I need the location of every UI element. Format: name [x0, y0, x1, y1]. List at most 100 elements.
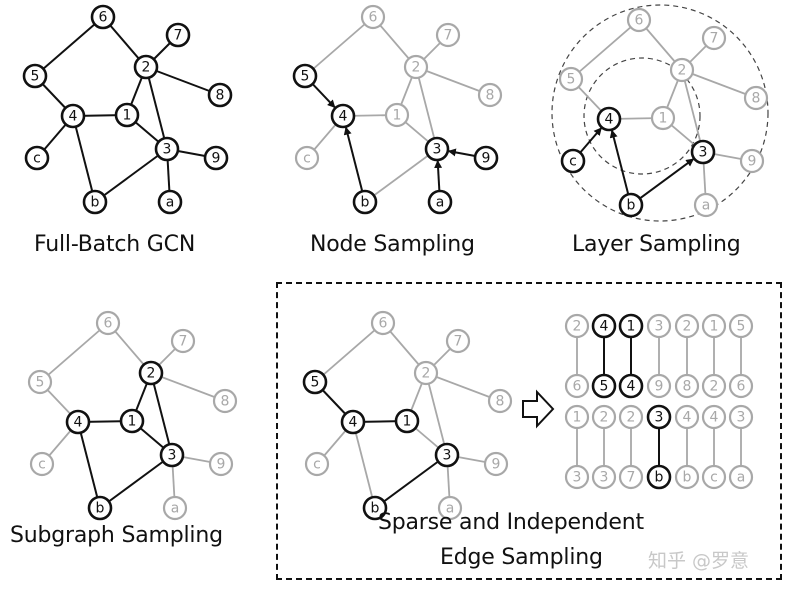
caption-layer-sampling: Layer Sampling: [572, 232, 741, 257]
edge-6-5: [39, 322, 109, 383]
node-a: a: [157, 189, 183, 215]
edge-6-5: [304, 16, 374, 77]
node-circle: [618, 192, 644, 218]
node-9: 9: [483, 451, 509, 477]
node-circle: [403, 54, 429, 80]
node-a: a: [162, 495, 188, 521]
edge-pair-target-3: 3: [591, 464, 617, 490]
node-4: 4: [60, 103, 86, 129]
node-label: a: [702, 198, 711, 214]
edge-pair-source-5: 5: [728, 313, 754, 339]
node-circle: [95, 310, 121, 336]
edge-2-8: [145, 66, 221, 96]
edge-pair-source-4: 4: [674, 404, 700, 430]
node-circle: [743, 85, 769, 111]
node-4: 4: [596, 106, 622, 132]
node-label: 6: [573, 379, 582, 395]
node-label: 1: [403, 414, 412, 430]
edge-pair-source-3: 3: [646, 313, 672, 339]
node-label: 5: [737, 319, 746, 335]
edge-sampling-dashed-frame: [276, 282, 782, 580]
node-label: 4: [627, 379, 636, 395]
node-1: 1: [384, 102, 410, 128]
node-circle: [154, 136, 180, 162]
arrow-5-to-4: [311, 83, 336, 109]
node-circle: [203, 145, 229, 171]
node-9: 9: [473, 145, 499, 171]
node-8: 8: [743, 85, 769, 111]
edge-3-b: [364, 148, 438, 203]
node-label: 1: [393, 108, 402, 124]
node-label: 6: [379, 316, 388, 332]
node-1: 1: [394, 408, 420, 434]
edge-pair-2-7: 27: [618, 404, 644, 490]
node-label: a: [436, 195, 445, 211]
edge-pair-4-b: 4b: [674, 404, 700, 490]
node-label: 6: [635, 13, 644, 29]
arrow-b-to-4: [609, 129, 630, 195]
node-circle: [618, 313, 644, 339]
node-label: 2: [710, 379, 719, 395]
edge-6-5: [34, 16, 104, 77]
node-circle: [701, 373, 727, 399]
node-circle: [437, 495, 463, 521]
node-circle: [24, 145, 50, 171]
node-circle: [165, 22, 191, 48]
node-label: c: [313, 457, 321, 473]
node-label: 7: [710, 31, 719, 47]
node-label: a: [446, 501, 455, 517]
node-label: a: [171, 501, 180, 517]
node-label: 1: [659, 111, 668, 127]
node-label: 1: [573, 410, 582, 426]
node-label: 3: [573, 470, 582, 486]
node-label: 2: [422, 366, 431, 382]
node-label: 6: [369, 10, 378, 26]
node-circle: [424, 136, 450, 162]
node-4: 4: [330, 103, 356, 129]
node-4: 4: [65, 409, 91, 435]
caption-edge-sampling-line2: Edge Sampling: [440, 545, 603, 570]
node-1: 1: [114, 102, 140, 128]
node-circle: [304, 451, 330, 477]
edge-4-b: [352, 421, 376, 509]
node-label: 2: [573, 319, 582, 335]
node-circle: [413, 360, 439, 386]
node-circle: [674, 313, 700, 339]
node-circle: [728, 373, 754, 399]
node-label: 3: [655, 410, 664, 426]
edge-pair-target-4: 4: [618, 373, 644, 399]
node-label: 9: [482, 151, 491, 167]
node-circle: [701, 313, 727, 339]
node-circle: [591, 404, 617, 430]
node-7: 7: [170, 328, 196, 354]
node-circle: [294, 145, 320, 171]
node-label: a: [166, 195, 175, 211]
node-label: 9: [655, 379, 664, 395]
node-circle: [477, 82, 503, 108]
node-3: 3: [159, 442, 185, 468]
node-circle: [133, 54, 159, 80]
node-8: 8: [207, 82, 233, 108]
node-label: 2: [142, 60, 151, 76]
node-label: c: [33, 151, 41, 167]
node-circle: [427, 189, 453, 215]
node-2: 2: [669, 57, 695, 83]
node-circle: [564, 404, 590, 430]
edge-pair-3-b: 3b: [646, 404, 672, 490]
node-circle: [728, 313, 754, 339]
node-circle: [340, 409, 366, 435]
node-label: 8: [486, 88, 495, 104]
node-7: 7: [445, 328, 471, 354]
edge-2-3: [681, 69, 704, 153]
node-circle: [618, 464, 644, 490]
node-circle: [302, 369, 328, 395]
node-7: 7: [435, 22, 461, 48]
node-circle: [646, 313, 672, 339]
edge-2-8: [150, 372, 226, 402]
node-label: 9: [748, 154, 757, 170]
edge-pair-target-5: 5: [591, 373, 617, 399]
node-label: c: [38, 457, 46, 473]
node-label: 5: [567, 72, 576, 88]
